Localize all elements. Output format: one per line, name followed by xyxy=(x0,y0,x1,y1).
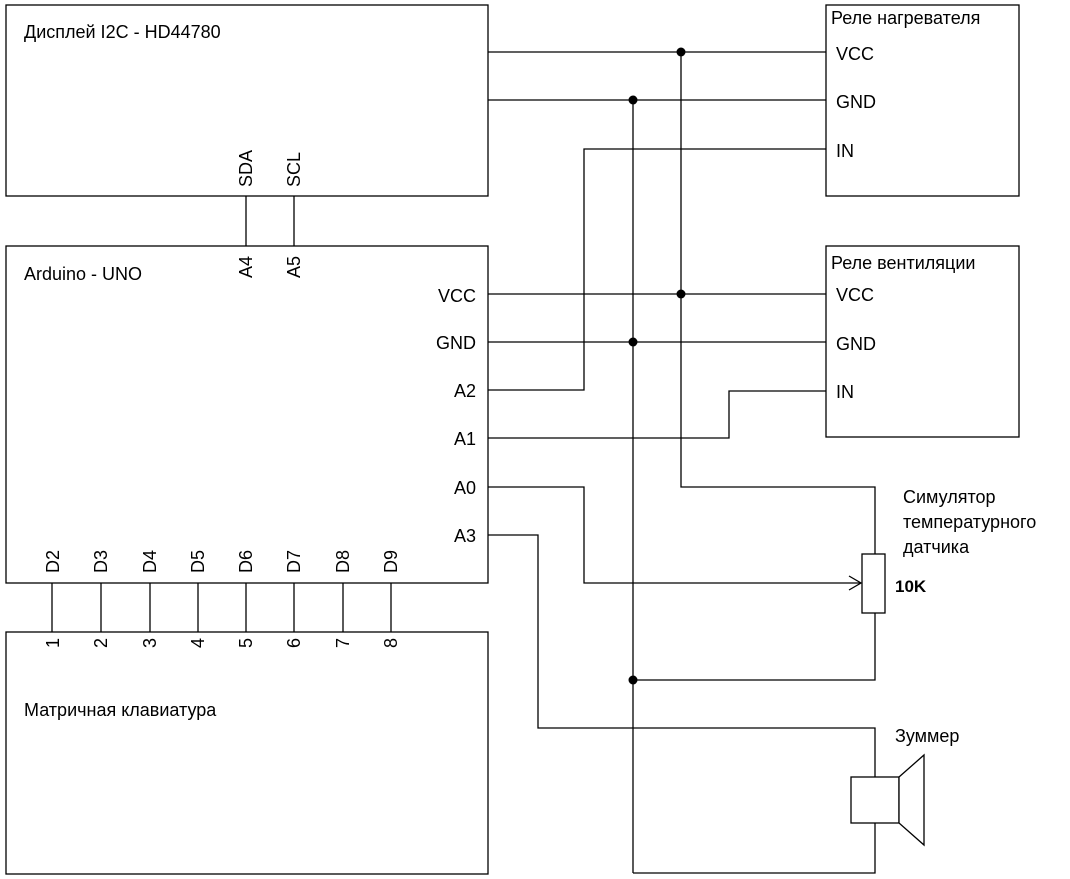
relay-fan-pin-gnd: GND xyxy=(836,334,876,354)
relay-fan-pin-in: IN xyxy=(836,382,854,402)
arduino-pin-d4: D4 xyxy=(140,550,160,573)
arduino-pin-a5: A5 xyxy=(284,256,304,278)
keypad-title: Матричная клавиатура xyxy=(24,700,217,720)
potentiometer-icon xyxy=(861,553,886,614)
display-title: Дисплей I2C - HD44780 xyxy=(24,22,221,42)
wire-a2-heater-in xyxy=(488,148,826,391)
sensor-title-line-2: температурного xyxy=(903,512,1036,532)
display-pin-scl: SCL xyxy=(284,152,304,187)
arduino-pin-a0: A0 xyxy=(454,478,476,498)
arduino-pin-d9: D9 xyxy=(381,550,401,573)
wire-a1-fan-in xyxy=(488,390,826,439)
arduino-block xyxy=(5,245,489,584)
keypad-pin-5: 5 xyxy=(236,638,256,648)
arduino-pin-a2: A2 xyxy=(454,381,476,401)
arduino-pin-d5: D5 xyxy=(188,550,208,573)
keypad-block xyxy=(5,631,489,875)
arduino-pin-d6: D6 xyxy=(236,550,256,573)
arduino-pin-a1: A1 xyxy=(454,429,476,449)
wire-a0-wiper xyxy=(488,486,860,584)
keypad-pin-7: 7 xyxy=(333,638,353,648)
arduino-pin-a3: A3 xyxy=(454,526,476,546)
relay-heater-pin-gnd: GND xyxy=(836,92,876,112)
sensor-value: 10K xyxy=(895,577,927,596)
arduino-pin-d7: D7 xyxy=(284,550,304,573)
sensor-title-line-1: Симулятор xyxy=(903,487,996,507)
gnd-net xyxy=(488,99,876,874)
display-block xyxy=(5,4,489,197)
arduino-pin-vcc: VCC xyxy=(438,286,476,306)
arduino-pin-gnd: GND xyxy=(436,333,476,353)
relay-heater-pin-vcc: VCC xyxy=(836,44,874,64)
buzzer-icon xyxy=(850,776,900,824)
wiper-arrow-icon xyxy=(848,575,863,591)
relay-fan-block xyxy=(825,245,1020,438)
arduino-pin-a4: A4 xyxy=(236,256,256,278)
relay-heater-title: Реле нагревателя xyxy=(831,8,980,28)
relay-fan-pin-vcc: VCC xyxy=(836,285,874,305)
keypad-pin-4: 4 xyxy=(188,638,208,648)
arduino-pin-d2: D2 xyxy=(43,550,63,573)
relay-heater-pin-in: IN xyxy=(836,141,854,161)
keypad-pin-2: 2 xyxy=(91,638,111,648)
arduino-pin-d3: D3 xyxy=(91,550,111,573)
keypad-pin-8: 8 xyxy=(381,638,401,648)
buzzer-horn-icon xyxy=(898,753,925,847)
vcc-net xyxy=(488,51,876,554)
arduino-title: Arduino - UNO xyxy=(24,264,142,284)
arduino-pin-d8: D8 xyxy=(333,550,353,573)
keypad-pin-3: 3 xyxy=(140,638,160,648)
keypad-pin-1: 1 xyxy=(43,638,63,648)
display-pin-sda: SDA xyxy=(236,150,256,187)
keypad-pin-6: 6 xyxy=(284,638,304,648)
sensor-title-line-3: датчика xyxy=(903,537,970,557)
keypad-bus-wires xyxy=(51,583,392,632)
junction-dots xyxy=(628,47,686,685)
relay-fan-title: Реле вентиляции xyxy=(831,253,975,273)
buzzer-title: Зуммер xyxy=(895,726,959,746)
wire-a3-buzzer xyxy=(488,534,876,777)
